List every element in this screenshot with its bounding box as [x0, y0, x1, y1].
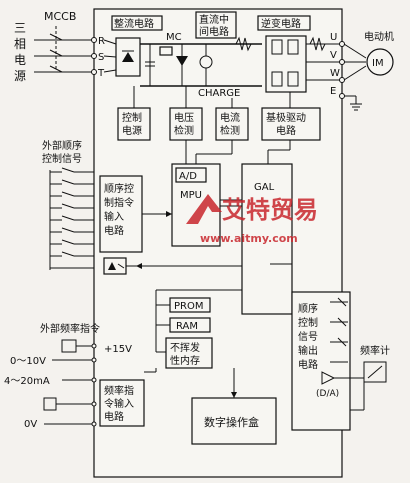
nonvolatile-1: 不挥发: [170, 341, 200, 354]
charge-led-icon: [176, 56, 188, 66]
gal-box: [241, 163, 293, 315]
potentiometer-icon: [61, 339, 77, 353]
digital-panel-box: [191, 397, 277, 445]
freq-input-1: 频率指: [104, 384, 134, 397]
igbt-1-icon: [271, 39, 283, 55]
igbt-2-icon: [287, 39, 299, 55]
freq-input-box: [99, 379, 145, 427]
current-source-icon: [43, 397, 57, 411]
dc-intermediate-1: 直流中: [199, 13, 229, 26]
main-circuit: 整流电路 MC CHARGE 直流中 间电路 逆变电路: [103, 11, 394, 111]
current-detect-2: 检测: [220, 124, 240, 137]
seq-output-2: 控制: [298, 316, 318, 329]
sequence-output: 顺序 控制 信号 输出 电路 (D/A) 频率计: [270, 263, 390, 431]
three-phase-power-4: 源: [14, 69, 26, 83]
current-detect-1: 电流: [220, 111, 240, 124]
freq-meter-icon: [363, 361, 387, 383]
watermark-brand: 艾特贸易: [222, 196, 318, 224]
mc-label: MC: [166, 32, 182, 43]
reactor-icon: [235, 36, 252, 52]
mc-contactor: [159, 46, 173, 56]
seq-input-3: 输入: [104, 210, 124, 223]
motor-label: 电动机: [364, 30, 394, 43]
zero-v-label: 0V: [24, 419, 37, 430]
control-power-box: [117, 107, 151, 141]
inverter-label-box: [257, 15, 311, 31]
charge-label: CHARGE: [198, 88, 240, 99]
power-input: MCCB 三 相 电 源 R S T: [14, 10, 105, 83]
processor-block: A/D MPU GAL: [171, 140, 293, 315]
sense-drive-row: 控制 电源 电压 检测 电流 检测 基极驱动 电路: [117, 86, 321, 141]
inverter-label: 逆变电路: [261, 17, 301, 30]
terminal-e: E: [330, 86, 336, 97]
seq-input-2: 制指令: [104, 196, 134, 209]
three-phase-power-1: 三: [14, 21, 26, 35]
igbt-3-icon: [271, 71, 283, 87]
mpu-label: MPU: [180, 190, 202, 201]
terminal-w: W: [330, 68, 340, 79]
dc-intermediate-box: [195, 11, 237, 39]
ram-label: RAM: [176, 321, 198, 332]
nonvolatile-box: [165, 337, 213, 369]
motor-icon: [366, 48, 394, 76]
ext-freq-label: 外部频率指令: [40, 322, 100, 335]
seq-input-4: 电路: [104, 224, 124, 237]
dc-intermediate-2: 间电路: [199, 25, 229, 38]
base-drive-1: 基极驱动: [266, 111, 306, 124]
da-label: (D/A): [316, 389, 339, 399]
control-power-2: 电源: [122, 124, 142, 137]
igbt-4-icon: [287, 71, 299, 87]
mccb-label: MCCB: [44, 10, 76, 23]
ext-sequence-1: 外部顺序: [42, 139, 82, 152]
terminal-t: T: [97, 68, 105, 79]
nonvolatile-2: 性内存: [170, 354, 200, 367]
v-range-label: 0～10V: [10, 356, 46, 367]
frequency-input: 外部频率指令 0～10V 4～20mA 0V +15V 频率指 令输入 电路: [4, 322, 157, 430]
watermark-url: www.aitmy.com: [200, 232, 298, 245]
voltage-detect-1: 电压: [174, 111, 194, 124]
prom-label: PROM: [174, 301, 203, 312]
ext-sequence-2: 控制信号: [42, 152, 82, 165]
rectifier-label-box: [111, 15, 163, 31]
three-phase-power-3: 电: [14, 53, 26, 67]
motor-symbol: IM: [372, 58, 384, 69]
gal-label: GAL: [254, 182, 275, 193]
memory-block: PROM RAM 不挥发 性内存: [155, 289, 242, 369]
terminal-u: U: [330, 32, 337, 43]
control-power-1: 控制: [122, 111, 142, 124]
da-buffer-icon: [321, 371, 336, 385]
seq-input-1: 顺序控: [104, 182, 134, 195]
digital-panel-label: 数字操作盒: [204, 415, 259, 429]
three-phase-power-2: 相: [14, 37, 26, 51]
terminal-s: S: [98, 52, 104, 63]
inverter-bridge: [265, 35, 307, 93]
charge-lamp-icon: [199, 55, 213, 69]
seq-output-3: 信号: [298, 331, 318, 343]
sequence-switch-array: [49, 167, 94, 270]
freq-input-2: 令输入: [104, 397, 134, 410]
sequence-input: 外部顺序 控制信号 顺序控 制指令 输入 电路: [42, 139, 242, 275]
freq-meter-label: 频率计: [360, 344, 390, 357]
watermark: 艾特贸易 www.aitmy.com: [186, 194, 318, 245]
ad-box: [175, 167, 207, 183]
base-drive-2: 电路: [276, 124, 296, 137]
ad-label: A/D: [179, 171, 197, 182]
freq-input-3: 电路: [104, 410, 124, 423]
diode-icon: [122, 52, 134, 62]
rectifier-label: 整流电路: [114, 17, 154, 30]
seq-output-1: 顺序: [298, 302, 318, 315]
seq-output-box: [291, 291, 351, 431]
terminal-r: R: [98, 36, 105, 47]
voltage-detect-2: 检测: [174, 124, 194, 137]
seq-output-4: 输出: [298, 344, 318, 357]
terminal-v: V: [330, 50, 337, 61]
ma-range-label: 4～20mA: [4, 376, 50, 387]
optocoupler-icon: [103, 257, 127, 275]
plus15-label: +15V: [104, 344, 132, 355]
seq-output-5: 电路: [298, 358, 318, 371]
mccb-switch: [49, 26, 63, 73]
watermark-logo: [186, 194, 222, 224]
base-drive-box: [261, 107, 321, 141]
